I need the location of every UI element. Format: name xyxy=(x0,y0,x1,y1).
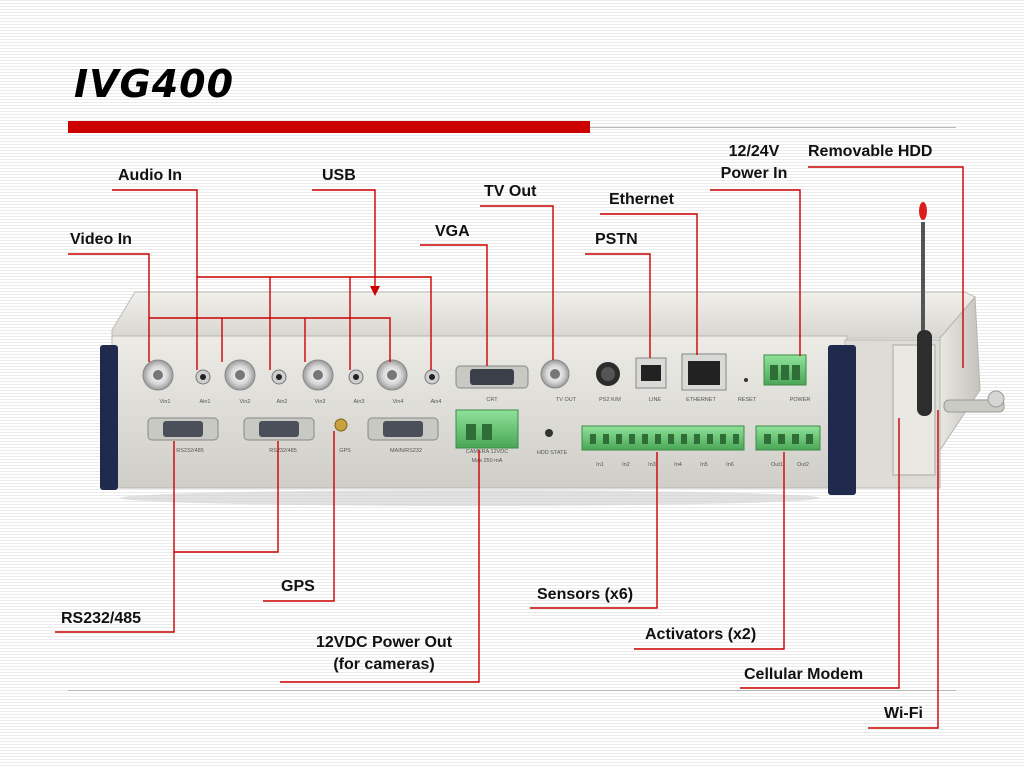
leader-gps xyxy=(263,431,335,602)
caption-tv-out: TV OUT xyxy=(556,397,577,403)
leader-usb xyxy=(312,189,376,290)
label-sensors: Sensors (x6) xyxy=(537,586,634,603)
label-rs232: RS232/485 xyxy=(61,610,142,627)
vga-port xyxy=(455,365,529,389)
caption-gps: GPS xyxy=(339,448,351,454)
label-power-out: 12VDC Power Out (for cameras) xyxy=(299,632,469,676)
label-power-in: 12/24V Power In xyxy=(706,141,802,185)
label-removable-hdd: Removable HDD xyxy=(808,143,933,160)
device-captions: Vin1 Ain1 Vin2 Ain2 Vin3 Ain3 Vin4 Ain4 … xyxy=(160,397,811,468)
leader-lines xyxy=(55,166,964,729)
caption-ain1: Ain1 xyxy=(199,399,210,405)
label-power-out-line1: 12VDC Power Out xyxy=(315,634,453,651)
caption-vin2: Vin2 xyxy=(240,399,251,405)
leader-audio-in xyxy=(112,189,198,370)
caption-in4: In4 xyxy=(674,462,682,468)
leader-tv-out xyxy=(480,205,554,360)
caption-rs232-b: RS232/485 xyxy=(269,448,297,454)
leader-rs232-branch xyxy=(174,441,279,553)
leader-audio-branch xyxy=(197,276,432,370)
tv-out-bnc-port xyxy=(540,359,570,389)
sensor-terminal-block xyxy=(581,425,745,451)
caption-in5: In5 xyxy=(700,462,708,468)
caption-in3: In3 xyxy=(648,462,656,468)
caption-in6: In6 xyxy=(726,462,734,468)
caption-ain2: Ain2 xyxy=(276,399,287,405)
leader-power-in xyxy=(710,189,801,356)
caption-vin3: Vin3 xyxy=(315,399,326,405)
caption-camera: CAMERA 12VDC xyxy=(466,449,509,455)
title-underline-bar xyxy=(68,121,590,133)
footer-rule xyxy=(68,690,956,691)
label-power-in-line2: Power In xyxy=(720,165,788,182)
device-body xyxy=(100,291,981,506)
caption-out2: Out2 xyxy=(797,462,809,468)
caption-line: LINE xyxy=(649,397,662,403)
caption-vin1: Vin1 xyxy=(160,399,171,405)
caption-power: POWER xyxy=(790,397,811,403)
label-wifi: Wi-Fi xyxy=(884,705,923,722)
label-usb: USB xyxy=(322,167,356,184)
ethernet-port xyxy=(681,353,727,391)
caption-ain3: Ain3 xyxy=(353,399,364,405)
leader-rs232 xyxy=(55,441,175,633)
leader-pstn xyxy=(585,253,651,358)
label-power-in-line1: 12/24V xyxy=(728,143,780,160)
label-ethernet: Ethernet xyxy=(609,191,674,208)
caption-in1: In1 xyxy=(596,462,604,468)
caption-vin4: Vin4 xyxy=(393,399,404,405)
label-vga: VGA xyxy=(435,223,470,240)
power-in-terminal xyxy=(763,354,807,386)
title-rule xyxy=(590,127,956,128)
caption-ps2: PS2 K/M xyxy=(599,397,621,403)
audio-in-jacks xyxy=(195,369,440,385)
video-in-bnc-ports xyxy=(142,359,408,391)
label-pstn: PSTN xyxy=(595,231,638,248)
leader-ethernet xyxy=(600,213,698,355)
caption-out1: Out1 xyxy=(771,462,783,468)
caption-camera-max: Max 250 mA xyxy=(472,458,503,464)
label-activators: Activators (x2) xyxy=(645,626,757,643)
pstn-port xyxy=(635,357,667,389)
leader-video-in xyxy=(68,253,150,362)
caption-hdd-state: HDD STATE xyxy=(537,450,568,456)
rs232-port-a xyxy=(147,417,219,441)
camera-power-terminal xyxy=(455,409,519,449)
caption-reset: RESET xyxy=(738,397,757,403)
reset-button xyxy=(744,378,748,382)
caption-rs232-a: RS232/485 xyxy=(176,448,204,454)
leader-wifi xyxy=(868,410,939,729)
label-gps: GPS xyxy=(281,578,315,595)
main-rs232-port xyxy=(367,417,439,441)
caption-main-rs232: MAIN/RS232 xyxy=(390,448,422,454)
leader-activators xyxy=(634,452,785,650)
leader-cellular xyxy=(740,418,900,689)
caption-in2: In2 xyxy=(622,462,630,468)
ps2-port xyxy=(596,362,620,386)
slide-title: IVG400 xyxy=(74,62,235,106)
cellular-antenna xyxy=(917,202,932,416)
gps-connector xyxy=(334,418,348,432)
leader-sensors xyxy=(530,452,658,609)
label-tv-out: TV Out xyxy=(484,183,537,200)
usb-arrowhead xyxy=(370,286,380,296)
hdd-state-led xyxy=(545,429,553,437)
leader-vga xyxy=(420,244,488,366)
caption-ethernet: ETHERNET xyxy=(686,397,716,403)
activator-terminal-block xyxy=(755,425,821,451)
label-audio-in: Audio In xyxy=(118,167,182,184)
leader-removable-hdd xyxy=(808,166,964,368)
leader-power-out xyxy=(280,450,480,683)
label-video-in: Video In xyxy=(70,231,132,248)
wifi-antenna xyxy=(943,390,1005,413)
rs232-port-b xyxy=(243,417,315,441)
caption-crt: CRT xyxy=(486,397,498,403)
label-power-out-line2: (for cameras) xyxy=(333,656,435,673)
caption-ain4: Ain4 xyxy=(430,399,441,405)
label-cellular-modem: Cellular Modem xyxy=(744,666,864,683)
leader-video-branch xyxy=(149,317,391,362)
